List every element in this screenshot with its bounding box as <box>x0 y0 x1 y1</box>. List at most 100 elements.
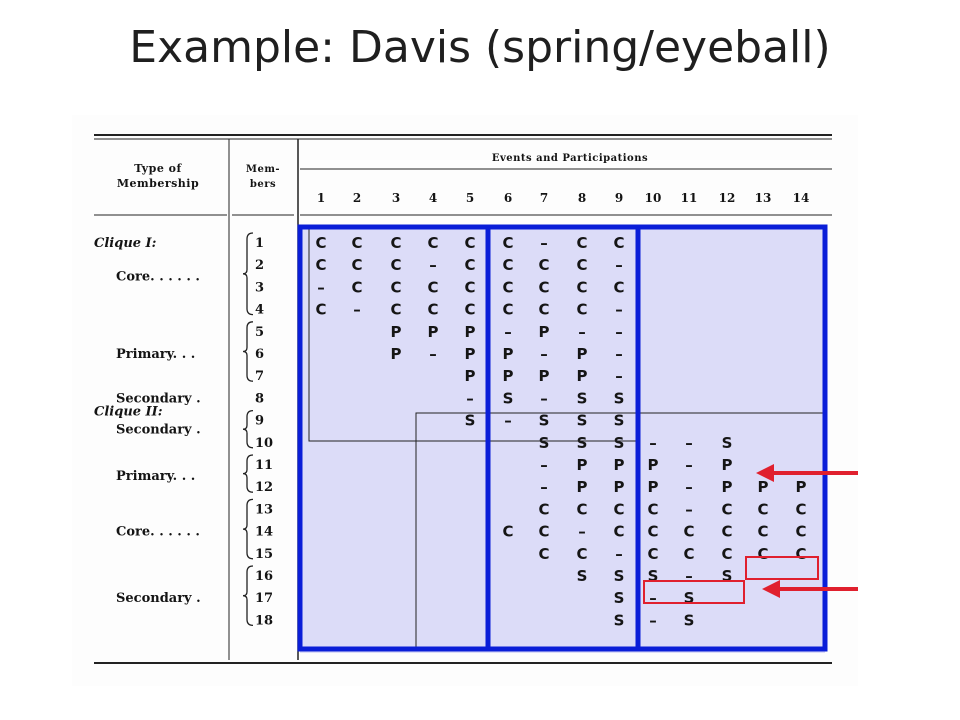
cell-r14-e8: – <box>578 523 586 541</box>
cell-r3-e5: C <box>464 278 475 296</box>
event-number-13: 13 <box>755 191 772 205</box>
cell-r3-e2: C <box>351 278 362 296</box>
group-label-0: Clique I: <box>94 236 157 251</box>
member-brace-1 <box>242 321 254 382</box>
cell-r6-e7: – <box>540 345 548 363</box>
cell-r15-e12: C <box>721 545 732 563</box>
cell-r7-e5: P <box>465 367 476 385</box>
cell-r18-e11: S <box>684 611 695 629</box>
cell-r3-e8: C <box>576 278 587 296</box>
cell-r5-e8: – <box>578 323 586 341</box>
cell-r16-e9: S <box>614 567 625 585</box>
cell-r4-e3: C <box>390 301 401 319</box>
cell-r8-e6: S <box>503 389 514 407</box>
blue-highlight-boxes <box>297 224 828 652</box>
member-brace-3 <box>242 454 254 493</box>
cell-r3-e6: C <box>502 278 513 296</box>
group-label-3: Secondary . <box>116 391 201 406</box>
cell-r12-e7: – <box>540 478 548 496</box>
cell-r2-e7: C <box>538 256 549 274</box>
cell-r6-e6: P <box>503 345 514 363</box>
cell-r1-e6: C <box>502 234 513 252</box>
red-box-core-13-14 <box>745 556 819 580</box>
slide-title: Example: Davis (spring/eyeball) <box>129 22 831 73</box>
cell-r7-e6: P <box>503 367 514 385</box>
cell-r2-e8: C <box>576 256 587 274</box>
cell-r15-e14: C <box>795 545 806 563</box>
group-label-2: Primary. . . <box>116 347 195 362</box>
cell-r7-e7: P <box>539 367 550 385</box>
member-number-10: 10 <box>255 436 273 451</box>
header-events: Events and Participations <box>492 153 648 164</box>
cell-r14-e13: C <box>757 523 768 541</box>
group-label-8: Secondary . <box>116 591 201 606</box>
cell-r13-e9: C <box>613 500 624 518</box>
cell-r13-e8: C <box>576 500 587 518</box>
event-number-3: 3 <box>392 191 400 205</box>
group-label-1: Core. . . . . . <box>116 269 200 284</box>
cell-r14-e11: C <box>683 523 694 541</box>
event-number-8: 8 <box>578 191 586 205</box>
cell-r14-e12: C <box>721 523 732 541</box>
cell-r14-e9: C <box>613 523 624 541</box>
event-number-10: 10 <box>645 191 662 205</box>
cell-r13-e13: C <box>757 500 768 518</box>
cell-r1-e5: C <box>464 234 475 252</box>
member-number-18: 18 <box>255 613 273 628</box>
cell-r12-e11: – <box>685 478 693 496</box>
cell-r18-e10: – <box>649 611 657 629</box>
event-number-5: 5 <box>466 191 474 205</box>
cell-r14-e10: C <box>647 523 658 541</box>
cell-r4-e1: C <box>315 301 326 319</box>
cell-r18-e9: S <box>614 611 625 629</box>
cell-r1-e4: C <box>427 234 438 252</box>
cell-r4-e2: – <box>353 301 361 319</box>
event-number-9: 9 <box>615 191 623 205</box>
cell-r8-e8: S <box>577 389 588 407</box>
member-brace-0 <box>242 232 254 316</box>
cell-r13-e7: C <box>538 500 549 518</box>
cell-r5-e9: – <box>615 323 623 341</box>
cell-r11-e10: P <box>648 456 659 474</box>
cell-r1-e9: C <box>613 234 624 252</box>
member-brace-2 <box>242 409 254 449</box>
red-arrow-primary-head <box>756 464 774 482</box>
cell-r15-e13: C <box>757 545 768 563</box>
cell-r9-e8: S <box>577 412 588 430</box>
member-number-17: 17 <box>255 591 273 606</box>
cell-r11-e12: P <box>722 456 733 474</box>
blue-box-middle <box>485 224 641 652</box>
cell-r17-e11: S <box>684 589 695 607</box>
shaded-regions <box>300 225 825 653</box>
cell-r5-e3: P <box>391 323 402 341</box>
member-brace-5 <box>242 565 254 627</box>
cell-r8-e7: – <box>540 389 548 407</box>
cell-r6-e8: P <box>577 345 588 363</box>
header-type-line2: Membership <box>117 177 199 190</box>
cell-r3-e9: C <box>613 278 624 296</box>
cell-r12-e13: P <box>758 478 769 496</box>
cell-r13-e10: C <box>647 500 658 518</box>
cell-r11-e8: P <box>577 456 588 474</box>
member-brace-4 <box>242 498 254 560</box>
red-arrow-primary <box>756 464 858 482</box>
cell-r8-e5: – <box>466 389 474 407</box>
cell-r16-e10: S <box>648 567 659 585</box>
cell-r10-e8: S <box>577 434 588 452</box>
cell-r8-e9: S <box>614 389 625 407</box>
cell-r7-e9: – <box>615 367 623 385</box>
cell-r5-e4: P <box>428 323 439 341</box>
cell-r4-e5: C <box>464 301 475 319</box>
cell-r3-e1: – <box>317 278 325 296</box>
member-number-14: 14 <box>255 525 273 540</box>
event-number-1: 1 <box>317 191 325 205</box>
header-members-line1: Mem- <box>246 164 280 175</box>
cell-r13-e12: C <box>721 500 732 518</box>
cell-r2-e4: – <box>429 256 437 274</box>
cell-r2-e5: C <box>464 256 475 274</box>
cell-r10-e11: – <box>685 434 693 452</box>
red-arrow-secondary-head <box>762 580 780 598</box>
red-box-secondary-16 <box>643 580 745 604</box>
